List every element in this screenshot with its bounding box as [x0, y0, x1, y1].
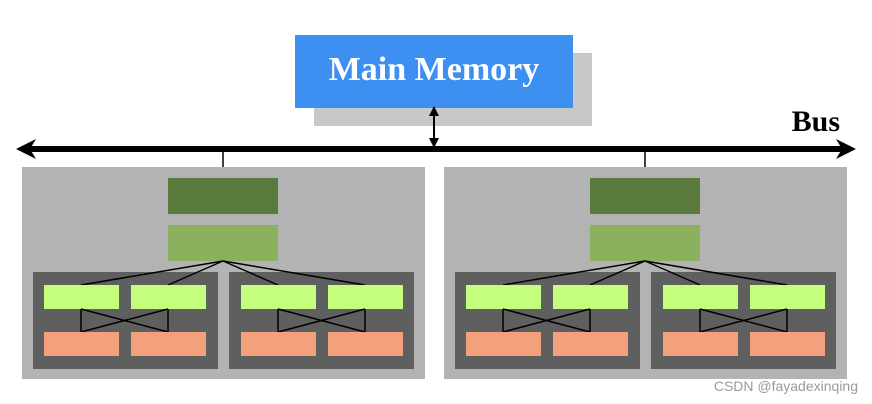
core-cell — [241, 285, 316, 309]
core-cell — [553, 285, 628, 309]
processor-node-right — [444, 152, 847, 379]
cache-cell — [553, 332, 628, 356]
watermark-text: CSDN @fayadexinqing — [713, 378, 858, 394]
main-memory-label: Main Memory — [329, 51, 540, 88]
processor-node-left — [22, 152, 425, 379]
fan-out-lines — [80, 260, 366, 286]
cache-cell — [466, 332, 541, 356]
connector-arrow-down-icon — [429, 138, 439, 148]
core-cell — [750, 285, 825, 309]
main-memory-box — [295, 35, 573, 108]
upper-block — [168, 178, 278, 214]
cache-cell — [241, 332, 316, 356]
core-cell — [131, 285, 206, 309]
bus-arrow-right-icon — [836, 139, 856, 159]
bus-arrow-left-icon — [16, 139, 36, 159]
core-cell — [44, 285, 119, 309]
bus-label: Bus — [792, 105, 840, 138]
core-cell — [663, 285, 738, 309]
core-cell — [466, 285, 541, 309]
fan-out-lines — [502, 260, 788, 286]
cache-cell — [44, 332, 119, 356]
connector-arrow-up-icon — [429, 106, 439, 116]
cache-cell — [663, 332, 738, 356]
crossbar-lines — [80, 308, 366, 333]
cache-cell — [750, 332, 825, 356]
lower-block — [168, 225, 278, 261]
upper-block — [590, 178, 700, 214]
core-cell — [328, 285, 403, 309]
lower-block — [590, 225, 700, 261]
crossbar-lines — [502, 308, 788, 333]
cache-cell — [328, 332, 403, 356]
cache-cell — [131, 332, 206, 356]
